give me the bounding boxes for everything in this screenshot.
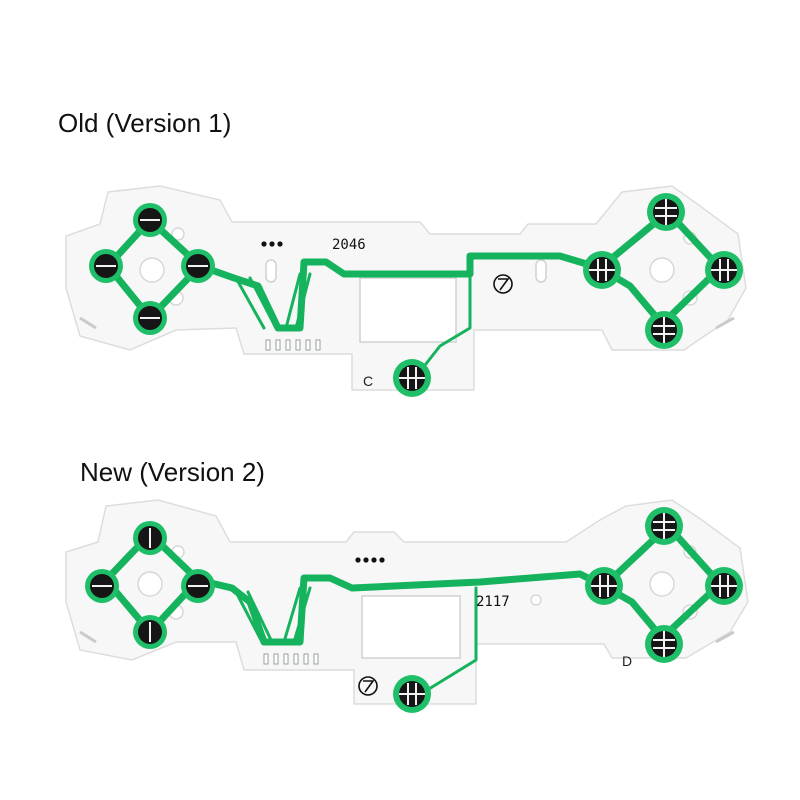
- share-button-pad: [393, 359, 431, 397]
- dpad-right-pad: [181, 249, 215, 283]
- face-button-top-pad: [647, 193, 685, 231]
- dpad-right-pad: [181, 569, 215, 603]
- mount-hole: [171, 227, 185, 241]
- board-letter-text: D: [622, 653, 632, 669]
- green-trace: [234, 586, 478, 694]
- mount-hole: [530, 594, 542, 606]
- new-version-label: New (Version 2): [80, 457, 265, 487]
- recycle-logo-icon: [358, 676, 378, 696]
- new-ribbon-board: 2117 D: [65, 499, 749, 713]
- marker-dot: [379, 557, 385, 563]
- board-code-text: 2117: [476, 594, 510, 610]
- share-button-pad: [393, 675, 431, 713]
- dpad-left-pad: [89, 249, 123, 283]
- board-code-text: 2046: [332, 237, 366, 253]
- old-version-label: Old (Version 1): [58, 108, 232, 138]
- green-trace: [102, 522, 724, 646]
- face-button-right-pad: [705, 567, 743, 605]
- face-button-left-pad: [585, 567, 623, 605]
- edge-mark: [79, 316, 97, 330]
- dpad-up-pad: [133, 203, 167, 237]
- marker-dot: [355, 557, 361, 563]
- marker-dot: [269, 241, 275, 247]
- recycle-logo-icon: [493, 274, 513, 294]
- face-button-bottom-pad: [645, 311, 683, 349]
- edge-mark: [715, 630, 735, 644]
- face-button-left-pad: [583, 251, 621, 289]
- face-button-right-pad: [705, 251, 743, 289]
- dpad-left-pad: [85, 569, 119, 603]
- face-button-top-pad: [645, 507, 683, 545]
- board-letter-text: C: [363, 373, 373, 389]
- connector-fingers: [265, 339, 321, 351]
- marker-dot: [371, 557, 377, 563]
- connector-fingers: [263, 653, 319, 665]
- center-window: [361, 595, 461, 659]
- green-trace: [104, 208, 724, 332]
- marker-dot: [261, 241, 267, 247]
- dpad-up-pad: [133, 521, 167, 555]
- face-button-bottom-pad: [645, 625, 683, 663]
- mount-hole: [649, 257, 675, 283]
- marker-dot: [363, 557, 369, 563]
- green-trace: [234, 272, 472, 376]
- dpad-down-pad: [133, 615, 167, 649]
- marker-dot: [277, 241, 283, 247]
- mount-slot: [265, 259, 277, 283]
- mount-slot: [535, 259, 547, 283]
- edge-mark: [715, 316, 735, 330]
- edge-mark: [79, 630, 97, 644]
- mount-hole: [139, 257, 165, 283]
- mount-hole: [137, 571, 163, 597]
- dpad-down-pad: [133, 301, 167, 335]
- old-ribbon-board: 2046 C: [65, 185, 747, 397]
- mount-hole: [649, 571, 675, 597]
- center-window: [359, 277, 457, 343]
